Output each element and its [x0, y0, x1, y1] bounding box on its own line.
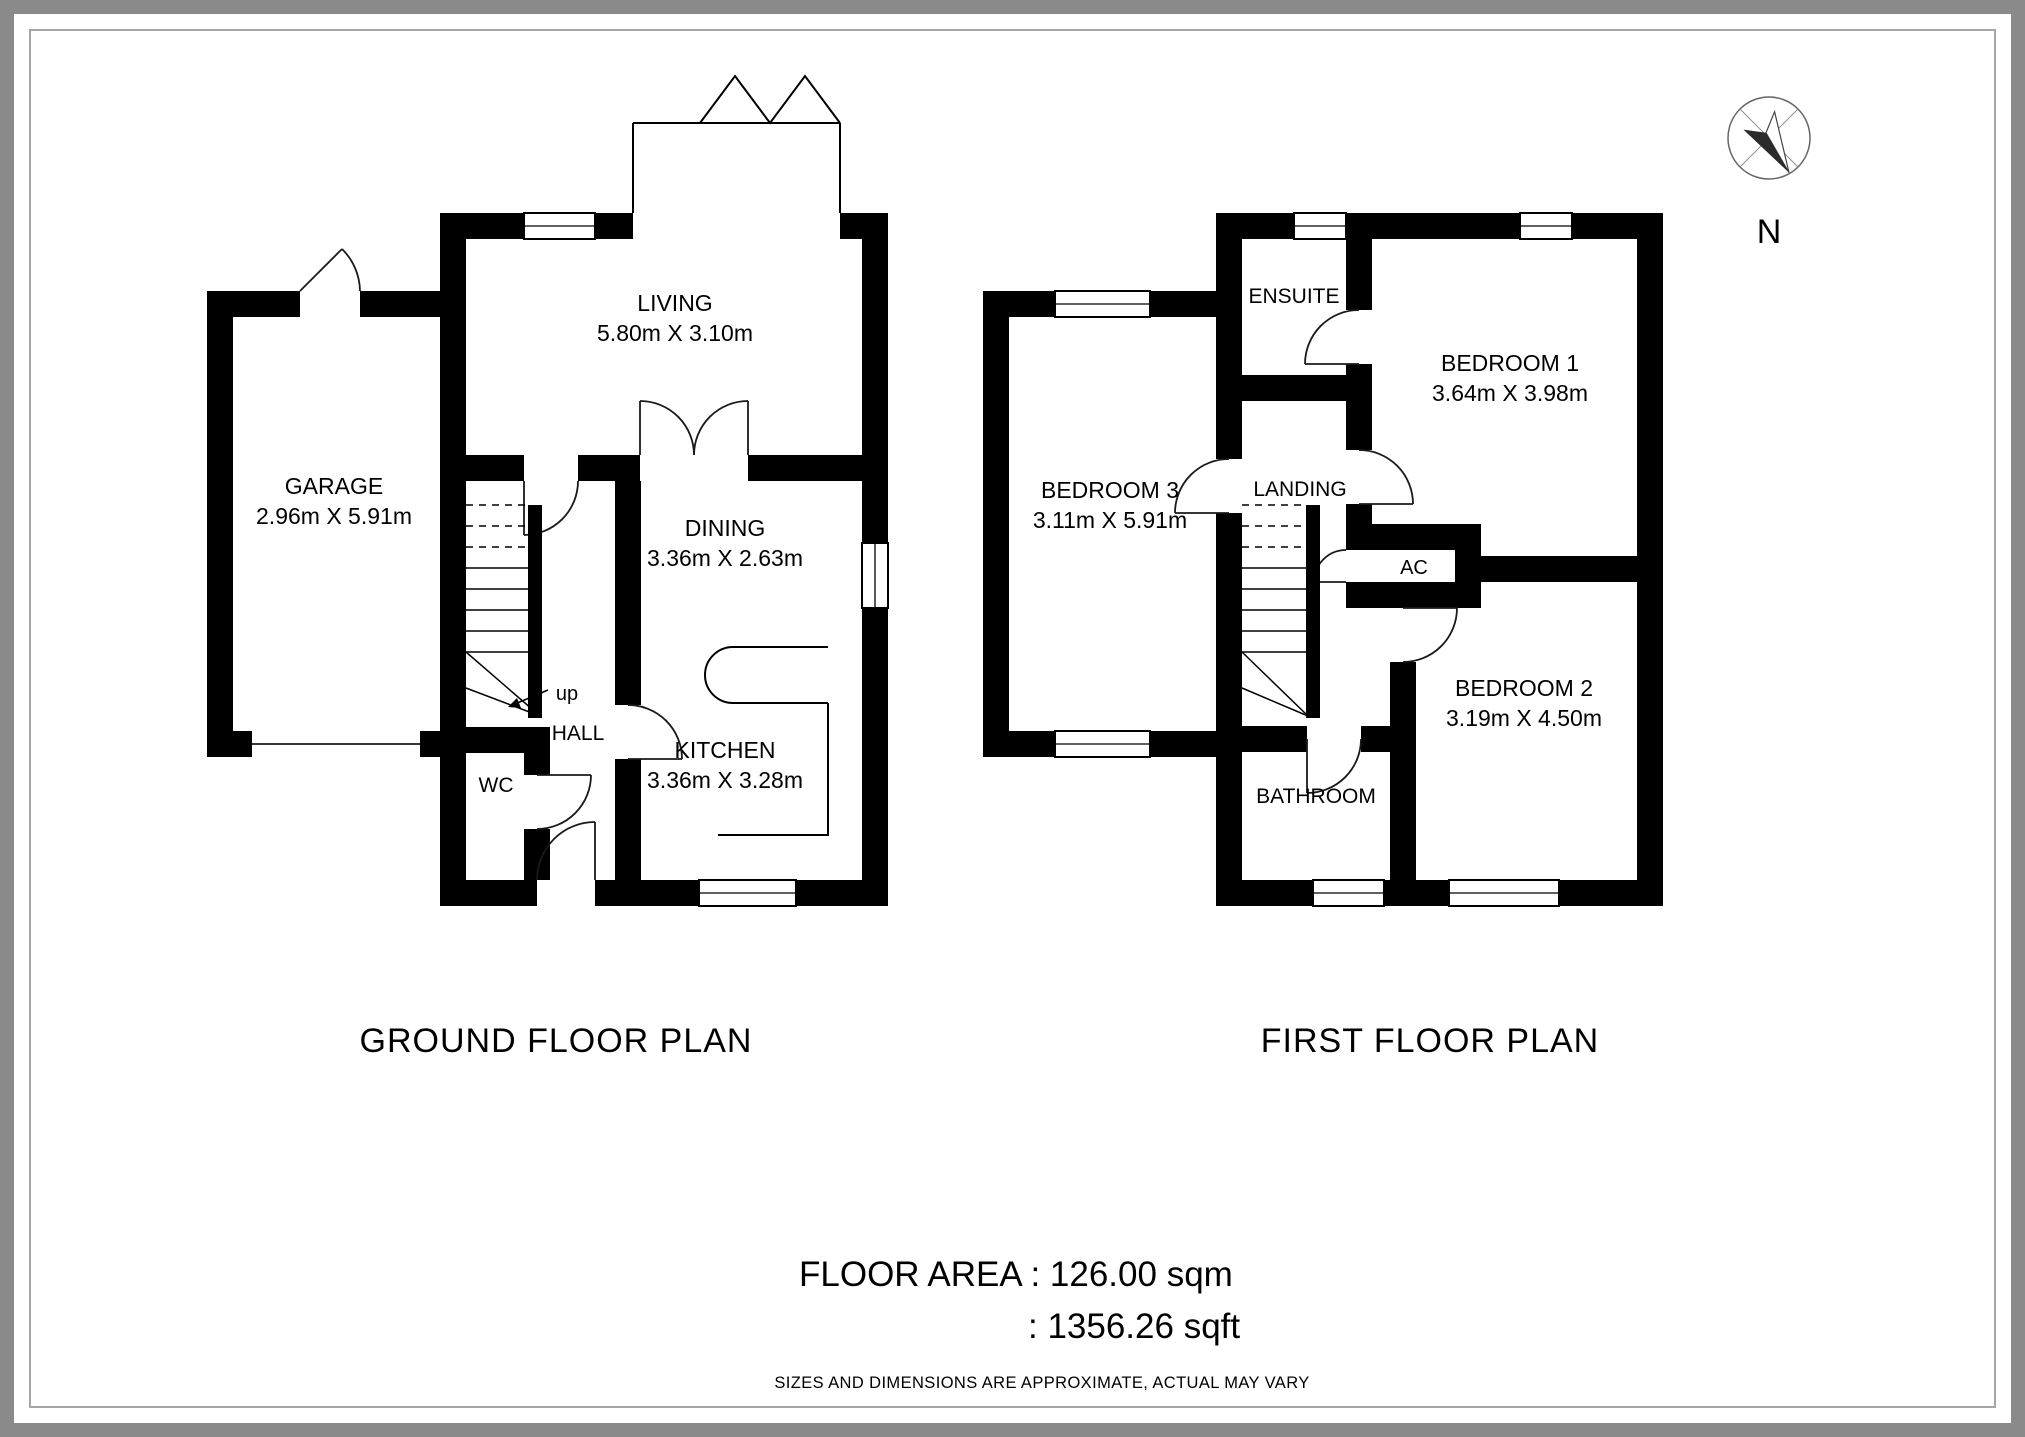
room-label-bedroom3: BEDROOM 3	[1041, 477, 1179, 503]
room-dims-bedroom3: 3.11m X 5.91m	[1033, 507, 1187, 533]
titles: GROUND FLOOR PLAN FIRST FLOOR PLAN	[360, 1022, 1599, 1060]
wc-door	[536, 774, 592, 830]
window	[523, 212, 596, 240]
bedroom3-door	[1174, 458, 1230, 514]
room-label-wc: WC	[479, 774, 514, 797]
first-floor-plan: ENSUITE BEDROOM 1 3.64m X 3.98m BEDROOM …	[983, 212, 1663, 907]
window	[698, 879, 797, 907]
ensuite-door	[1304, 309, 1360, 365]
ground-doors	[252, 248, 749, 881]
room-dims-bedroom2: 3.19m X 4.50m	[1446, 705, 1602, 731]
ground-floor-title: GROUND FLOOR PLAN	[360, 1022, 753, 1060]
room-label-living: LIVING	[637, 290, 712, 316]
kitchen-door	[627, 704, 683, 760]
room-dims-dining: 3.36m X 2.63m	[647, 545, 803, 571]
room-label-ac: AC	[1400, 557, 1428, 579]
first-labels: ENSUITE BEDROOM 1 3.64m X 3.98m BEDROOM …	[1033, 285, 1602, 808]
garage-side-door	[299, 248, 361, 292]
room-label-dining: DINING	[685, 515, 766, 541]
bedroom1-door	[1358, 449, 1414, 505]
compass-icon: N	[1727, 96, 1811, 251]
living-double-doors	[639, 400, 749, 456]
stairs-up-label: up	[556, 683, 578, 705]
window	[1448, 879, 1560, 907]
room-label-bathroom: BATHROOM	[1256, 785, 1376, 808]
room-label-bedroom1: BEDROOM 1	[1441, 350, 1579, 376]
ground-stairs	[465, 504, 549, 718]
room-label-hall: HALL	[552, 722, 605, 745]
window	[1054, 730, 1151, 758]
disclaimer-text: SIZES AND DIMENSIONS ARE APPROXIMATE, AC…	[774, 1374, 1309, 1392]
footer: FLOOR AREA : 126.00 sqm : 1356.26 sqft S…	[774, 1255, 1309, 1392]
ground-floor-plan: LIVING 5.80m X 3.10m DINING 3.36m X 2.63…	[207, 74, 889, 907]
front-door	[536, 821, 596, 881]
floor-area-sqm: FLOOR AREA : 126.00 sqm	[799, 1255, 1233, 1294]
ground-windows	[523, 212, 889, 907]
ground-bay-window	[632, 74, 841, 213]
first-doors	[1174, 309, 1458, 794]
ground-kitchen-counter	[704, 646, 829, 836]
bathroom-door	[1306, 738, 1362, 794]
window	[1054, 290, 1151, 318]
window	[1312, 879, 1385, 907]
ground-labels: LIVING 5.80m X 3.10m DINING 3.36m X 2.63…	[256, 290, 803, 797]
room-label-garage: GARAGE	[285, 473, 383, 499]
room-dims-garage: 2.96m X 5.91m	[256, 503, 412, 529]
floor-area-sqft: : 1356.26 sqft	[1028, 1307, 1240, 1346]
first-floor-title: FIRST FLOOR PLAN	[1261, 1022, 1599, 1060]
room-label-ensuite: ENSUITE	[1248, 285, 1339, 308]
bedroom2-door	[1402, 607, 1458, 663]
ground-walls	[207, 213, 888, 906]
room-label-bedroom2: BEDROOM 2	[1455, 675, 1593, 701]
window	[861, 542, 889, 609]
first-windows	[1054, 212, 1573, 907]
north-label: N	[1757, 213, 1782, 251]
window	[1519, 212, 1573, 240]
room-label-kitchen: KITCHEN	[675, 737, 776, 763]
first-stairs	[1241, 504, 1320, 718]
room-dims-kitchen: 3.36m X 3.28m	[647, 767, 803, 793]
room-dims-bedroom1: 3.64m X 3.98m	[1432, 380, 1588, 406]
room-dims-living: 5.80m X 3.10m	[597, 320, 753, 346]
room-label-landing: LANDING	[1253, 478, 1346, 501]
first-walls	[983, 213, 1663, 906]
window	[1293, 212, 1347, 240]
